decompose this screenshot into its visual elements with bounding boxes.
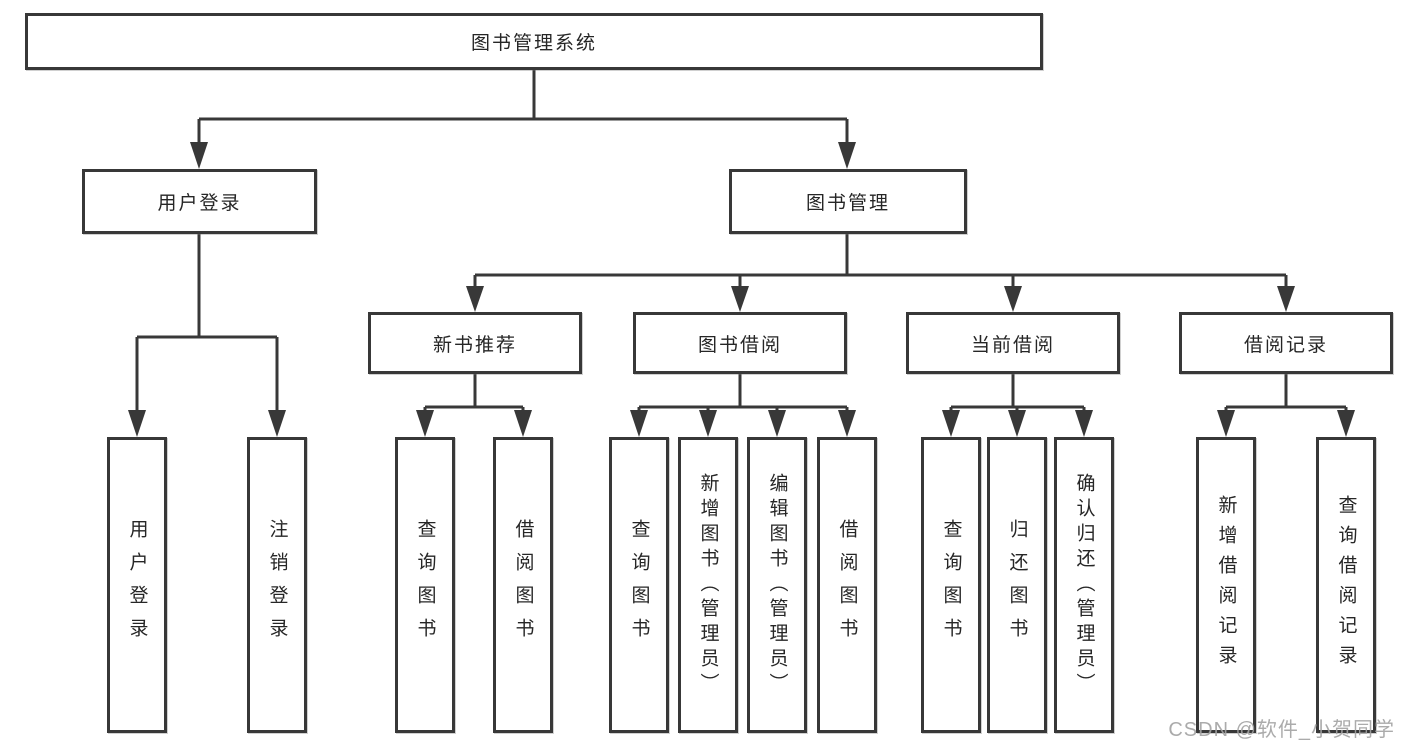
csdn-watermark: CSDN @软件_小贺同学 bbox=[1168, 719, 1395, 741]
node-book-management-label: 图书管理 bbox=[805, 193, 890, 214]
leaf-add-books-admin: 新增图书（管理员） bbox=[678, 437, 738, 733]
leaf-newbook-borrow-books: 借阅图书 bbox=[493, 437, 553, 733]
leaf-query-borrow-record: 查询借阅记录 bbox=[1316, 437, 1376, 733]
leaf-current-query-books: 查询图书 bbox=[921, 437, 981, 733]
node-borrow-record-label: 借阅记录 bbox=[1243, 334, 1328, 356]
leaf-edit-books-admin-label: 编辑图书（管理员） bbox=[766, 472, 788, 698]
node-current-borrow-label: 当前借阅 bbox=[970, 334, 1055, 356]
leaf-borrow-books-label: 借阅图书 bbox=[836, 519, 858, 651]
leaf-newbook-query-books: 查询图书 bbox=[395, 437, 455, 733]
node-root-label: 图书管理系统 bbox=[470, 33, 597, 54]
leaf-logout-label: 注销登录 bbox=[266, 519, 288, 651]
node-new-book-recommend-label: 新书推荐 bbox=[432, 334, 517, 356]
node-current-borrow: 当前借阅 bbox=[906, 312, 1120, 374]
node-root-library-system: 图书管理系统 bbox=[25, 13, 1043, 70]
node-user-login: 用户登录 bbox=[82, 169, 317, 234]
leaf-add-borrow-record: 新增借阅记录 bbox=[1196, 437, 1256, 733]
leaf-edit-books-admin: 编辑图书（管理员） bbox=[747, 437, 807, 733]
node-book-management: 图书管理 bbox=[729, 169, 967, 234]
node-new-book-recommend: 新书推荐 bbox=[368, 312, 582, 374]
leaf-user-login-label: 用户登录 bbox=[126, 519, 148, 651]
leaf-confirm-return-admin: 确认归还（管理员） bbox=[1054, 437, 1114, 733]
leaf-query-borrow-record-label: 查询借阅记录 bbox=[1335, 495, 1357, 675]
node-book-borrow-label: 图书借阅 bbox=[697, 334, 782, 356]
leaf-return-books: 归还图书 bbox=[987, 437, 1047, 733]
leaf-borrow-books: 借阅图书 bbox=[817, 437, 877, 733]
node-user-login-label: 用户登录 bbox=[157, 193, 242, 214]
leaf-borrow-query-books: 查询图书 bbox=[609, 437, 669, 733]
leaf-return-books-label: 归还图书 bbox=[1006, 519, 1028, 651]
node-book-borrow: 图书借阅 bbox=[633, 312, 847, 374]
leaf-borrow-query-books-label: 查询图书 bbox=[628, 519, 650, 651]
leaf-add-borrow-record-label: 新增借阅记录 bbox=[1215, 495, 1237, 675]
leaf-current-query-books-label: 查询图书 bbox=[940, 519, 962, 651]
leaf-newbook-borrow-books-label: 借阅图书 bbox=[512, 519, 534, 651]
node-borrow-record: 借阅记录 bbox=[1179, 312, 1393, 374]
leaf-add-books-admin-label: 新增图书（管理员） bbox=[697, 472, 719, 698]
leaf-confirm-return-admin-label: 确认归还（管理员） bbox=[1073, 472, 1095, 698]
leaf-newbook-query-books-label: 查询图书 bbox=[414, 519, 436, 651]
leaf-logout: 注销登录 bbox=[247, 437, 307, 733]
leaf-user-login: 用户登录 bbox=[107, 437, 167, 733]
